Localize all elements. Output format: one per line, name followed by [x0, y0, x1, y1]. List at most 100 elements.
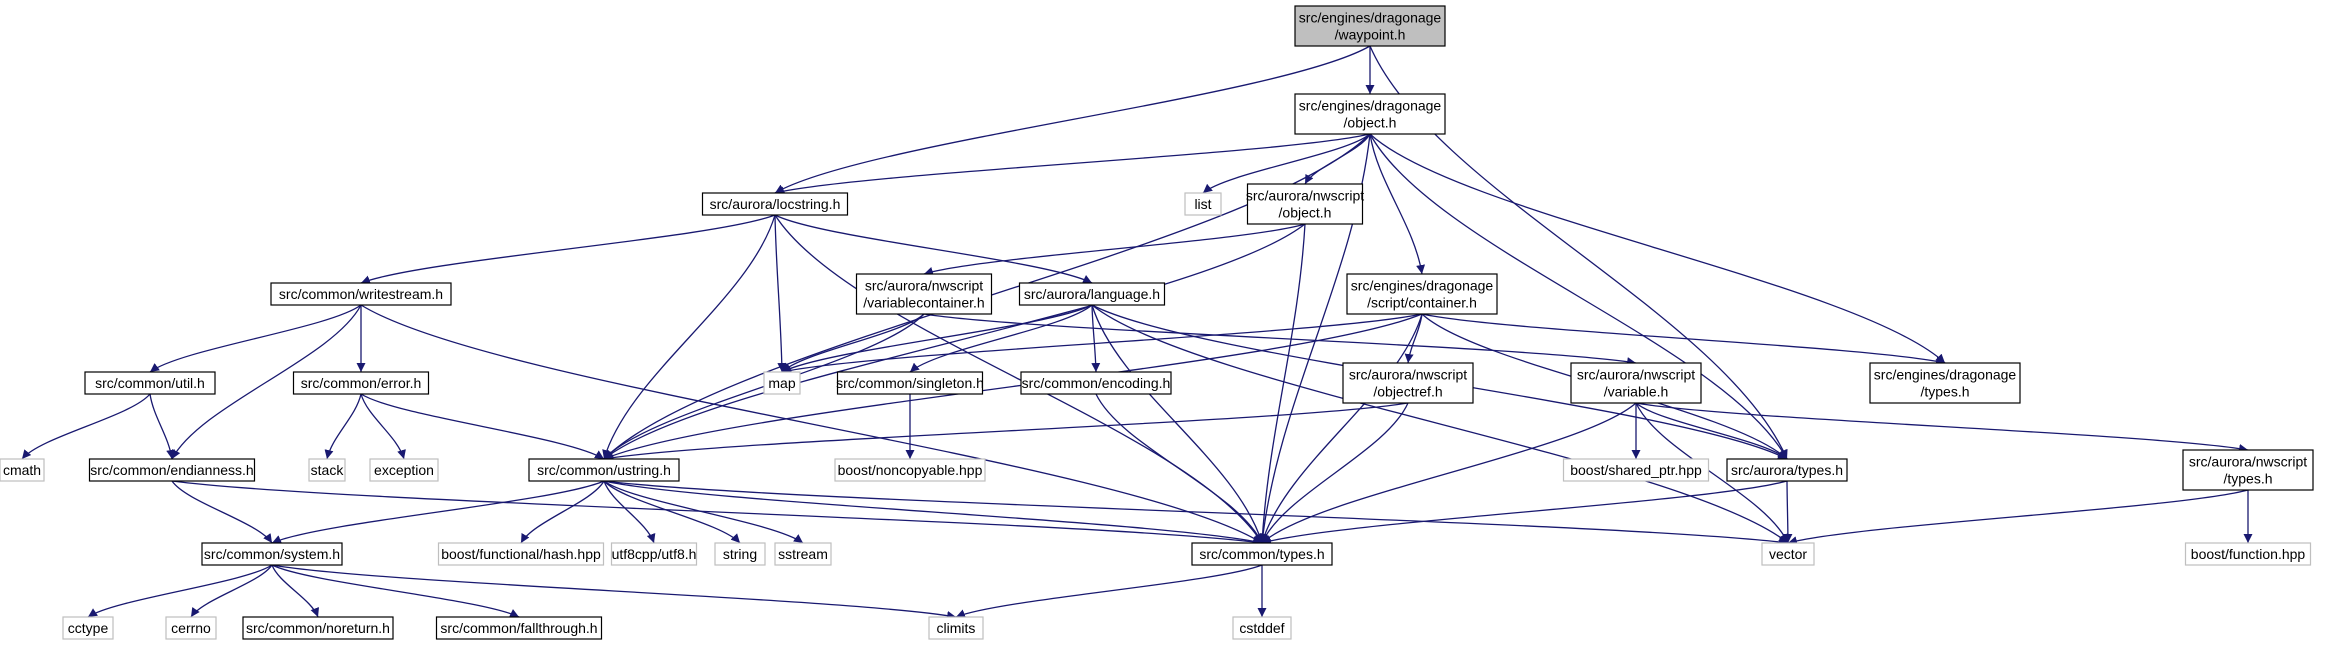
node-fallthrough-box: [435, 616, 603, 640]
node-cerrno-label-0: cerrno: [171, 620, 211, 636]
node-error-label-0: src/common/error.h: [301, 375, 422, 391]
node-noncopyable-box: [834, 458, 986, 482]
node-container[interactable]: src/engines/dragonage/script/container.h: [1346, 273, 1498, 315]
node-cstddef-label-0: cstddef: [1239, 620, 1284, 636]
node-waypoint[interactable]: src/engines/dragonage/waypoint.h: [1294, 5, 1446, 47]
node-fallthrough[interactable]: src/common/fallthrough.h: [435, 616, 603, 640]
node-function: boost/function.hpp: [2184, 542, 2312, 566]
node-da_types-label-1: /types.h: [1920, 384, 1969, 400]
node-hash: boost/functional/hash.hpp: [437, 542, 605, 566]
node-utf8-label-0: utf8cpp/utf8.h: [612, 546, 697, 562]
node-vector-label-0: vector: [1769, 546, 1807, 562]
node-utf8: utf8cpp/utf8.h: [610, 542, 698, 566]
node-aurora_types-label-0: src/aurora/types.h: [1731, 462, 1843, 478]
node-nws_object-label-0: src/aurora/nwscript: [1246, 188, 1364, 204]
node-cmath-label-0: cmath: [3, 462, 41, 478]
node-objectref-label-1: /objectref.h: [1373, 384, 1442, 400]
edge-object-to-locstring: [774, 133, 1371, 196]
node-singleton-box: [836, 371, 984, 395]
edge-aurora_types-to-vector: [1783, 480, 1793, 544]
node-sstream: sstream: [774, 542, 832, 566]
edge-ustring-to-system: [271, 480, 605, 544]
node-objectref-label-0: src/aurora/nwscript: [1349, 367, 1467, 383]
edge-writestream-to-util: [149, 304, 362, 373]
node-variable[interactable]: src/aurora/nwscript/variable.h: [1570, 362, 1702, 404]
edge-ustring-to-common_types: [603, 480, 1263, 546]
edge-waypoint-to-locstring: [774, 45, 1371, 194]
node-ustring[interactable]: src/common/ustring.h: [528, 458, 680, 482]
node-util[interactable]: src/common/util.h: [84, 371, 216, 395]
node-function-box: [2184, 542, 2312, 566]
node-hash-label-0: boost/functional/hash.hpp: [441, 546, 601, 562]
edge-locstring-to-writestream: [360, 214, 776, 284]
node-encoding-box: [1020, 371, 1172, 395]
node-locstring[interactable]: src/aurora/locstring.h: [701, 192, 849, 216]
edge-error-to-exception: [360, 393, 406, 460]
node-noncopyable-label-0: boost/noncopyable.hpp: [838, 462, 983, 478]
node-string: string: [714, 542, 766, 566]
node-map-box: [763, 371, 801, 395]
node-object-label-0: src/engines/dragonage: [1299, 98, 1442, 114]
node-singleton-label-0: src/common/singleton.h: [836, 375, 984, 391]
node-common_types-box: [1191, 542, 1333, 566]
node-encoding[interactable]: src/common/encoding.h: [1020, 371, 1172, 395]
node-varcontainer[interactable]: src/aurora/nwscript/variablecontainer.h: [855, 273, 993, 315]
node-shared_ptr: boost/shared_ptr.hpp: [1562, 458, 1710, 482]
node-language[interactable]: src/aurora/language.h: [1018, 282, 1166, 306]
node-cctype-box: [62, 616, 114, 640]
node-container-box: [1346, 273, 1498, 315]
edge-system-to-cerrno: [190, 564, 273, 618]
node-endianness[interactable]: src/common/endianness.h: [88, 458, 256, 482]
edge-object-to-list: [1202, 133, 1371, 194]
node-singleton[interactable]: src/common/singleton.h: [836, 371, 984, 395]
node-util-label-0: src/common/util.h: [95, 375, 205, 391]
node-error[interactable]: src/common/error.h: [292, 371, 430, 395]
node-system-label-0: src/common/system.h: [204, 546, 340, 562]
edge-error-to-stack: [324, 393, 362, 460]
node-cctype: cctype: [62, 616, 114, 640]
node-cerrno: cerrno: [165, 616, 217, 640]
node-aurora_types[interactable]: src/aurora/types.h: [1726, 458, 1848, 482]
node-noreturn-label-0: src/common/noreturn.h: [246, 620, 390, 636]
node-noreturn[interactable]: src/common/noreturn.h: [242, 616, 394, 640]
node-list: list: [1184, 192, 1222, 216]
edge-objectref-to-common_types: [1261, 402, 1409, 544]
node-sstream-label-0: sstream: [778, 546, 828, 562]
edge-object-to-container: [1369, 133, 1426, 275]
node-climits-label-0: climits: [937, 620, 976, 636]
edge-varcontainer-to-map: [781, 313, 925, 373]
node-waypoint-box: [1294, 5, 1446, 47]
node-nws_object-box: [1246, 183, 1364, 225]
edge-objectref-to-ustring: [603, 402, 1409, 463]
node-cstddef-box: [1232, 616, 1292, 640]
node-fallthrough-label-0: src/common/fallthrough.h: [440, 620, 597, 636]
node-nws_types[interactable]: src/aurora/nwscript/types.h: [2182, 449, 2314, 491]
edge-nws_object-to-common_types: [1258, 223, 1306, 544]
node-writestream[interactable]: src/common/writestream.h: [270, 282, 452, 306]
node-nws_object[interactable]: src/aurora/nwscript/object.h: [1246, 183, 1364, 225]
node-varcontainer-label-0: src/aurora/nwscript: [865, 278, 983, 294]
node-system[interactable]: src/common/system.h: [201, 542, 343, 566]
edge-language-to-vector: [1091, 304, 1789, 544]
node-list-box: [1184, 192, 1222, 216]
node-exception-label-0: exception: [374, 462, 434, 478]
node-objectref-box: [1342, 362, 1474, 404]
node-exception: exception: [369, 458, 439, 482]
edge-container-to-common_types: [1260, 313, 1423, 544]
edge-locstring-to-map: [774, 214, 787, 373]
edge-nws_object-to-ustring: [603, 223, 1306, 460]
node-da_types[interactable]: src/engines/dragonage/types.h: [1869, 362, 2021, 404]
node-writestream-box: [270, 282, 452, 306]
node-varcontainer-box: [855, 273, 993, 315]
node-variable-label-1: /variable.h: [1604, 384, 1669, 400]
node-common_types[interactable]: src/common/types.h: [1191, 542, 1333, 566]
node-endianness-label-0: src/common/endianness.h: [90, 462, 253, 478]
node-object[interactable]: src/engines/dragonage/object.h: [1294, 93, 1446, 135]
node-locstring-box: [701, 192, 849, 216]
node-writestream-label-0: src/common/writestream.h: [279, 286, 443, 302]
edge-variable-to-nws_types: [1635, 402, 2249, 453]
node-objectref[interactable]: src/aurora/nwscript/objectref.h: [1342, 362, 1474, 404]
node-aurora_types-box: [1726, 458, 1848, 482]
edge-util-to-endianness: [149, 393, 176, 460]
node-waypoint-label-0: src/engines/dragonage: [1299, 10, 1442, 26]
